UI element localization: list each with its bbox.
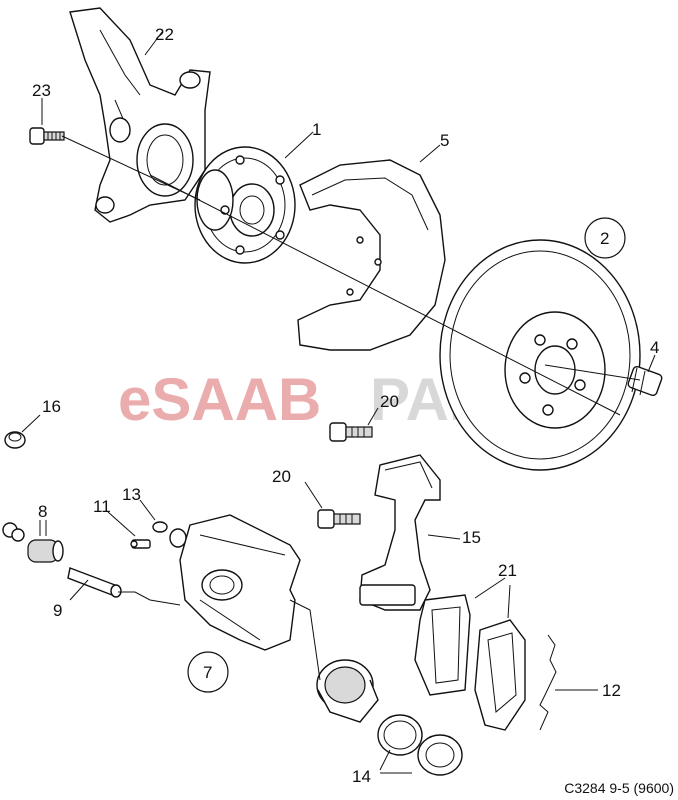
plug bbox=[4, 431, 26, 449]
bleeder-screw bbox=[130, 539, 151, 549]
dust-cap bbox=[152, 521, 187, 548]
callout-8: 8 bbox=[38, 502, 47, 521]
bracket-bolt-lower bbox=[317, 509, 361, 529]
piston-seal bbox=[377, 714, 423, 756]
callout-14: 14 bbox=[352, 767, 371, 786]
callout-16: 16 bbox=[42, 397, 61, 416]
callout-4: 4 bbox=[650, 338, 659, 357]
anti-rattle-spring bbox=[539, 634, 557, 731]
guide-bushings bbox=[2, 522, 64, 563]
callout-9: 9 bbox=[53, 601, 62, 620]
callout-5: 5 bbox=[440, 131, 449, 150]
dust-boot bbox=[417, 734, 463, 776]
caliper-piston bbox=[316, 659, 379, 723]
callout-circle-2 bbox=[584, 217, 626, 259]
bracket-bolt-upper bbox=[329, 422, 373, 442]
callout-13: 13 bbox=[122, 485, 141, 504]
callout-20-upper: 20 bbox=[380, 392, 399, 411]
callout-21: 21 bbox=[498, 561, 517, 580]
callout-7: 7 bbox=[203, 663, 212, 682]
callout-11: 11 bbox=[93, 497, 111, 516]
steering-knuckle bbox=[69, 7, 211, 223]
knuckle-bolt bbox=[29, 127, 65, 145]
callout-23: 23 bbox=[32, 81, 51, 100]
callout-1: 1 bbox=[312, 120, 321, 139]
guide-pin bbox=[67, 567, 122, 598]
callout-12: 12 bbox=[602, 681, 621, 700]
callout-15: 15 bbox=[462, 528, 481, 547]
brake-pad-inner bbox=[414, 594, 471, 696]
callout-circle-7 bbox=[187, 651, 229, 693]
watermark-esaab: eSAAB bbox=[118, 366, 321, 433]
callout-20-lower: 20 bbox=[272, 467, 291, 486]
splash-shield bbox=[297, 159, 446, 351]
axis-lines bbox=[61, 135, 641, 416]
caliper-bracket bbox=[359, 454, 441, 611]
brake-disc bbox=[439, 239, 641, 471]
wheel-hub bbox=[194, 146, 296, 264]
caliper-housing bbox=[179, 514, 301, 651]
disc-screw bbox=[627, 365, 663, 397]
callout-2: 2 bbox=[600, 229, 609, 248]
leader-lines bbox=[21, 31, 656, 774]
brake-pad-outer bbox=[474, 619, 526, 731]
diagram-caption: C3284 9-5 (9600) bbox=[564, 780, 674, 796]
callout-22: 22 bbox=[155, 25, 174, 44]
